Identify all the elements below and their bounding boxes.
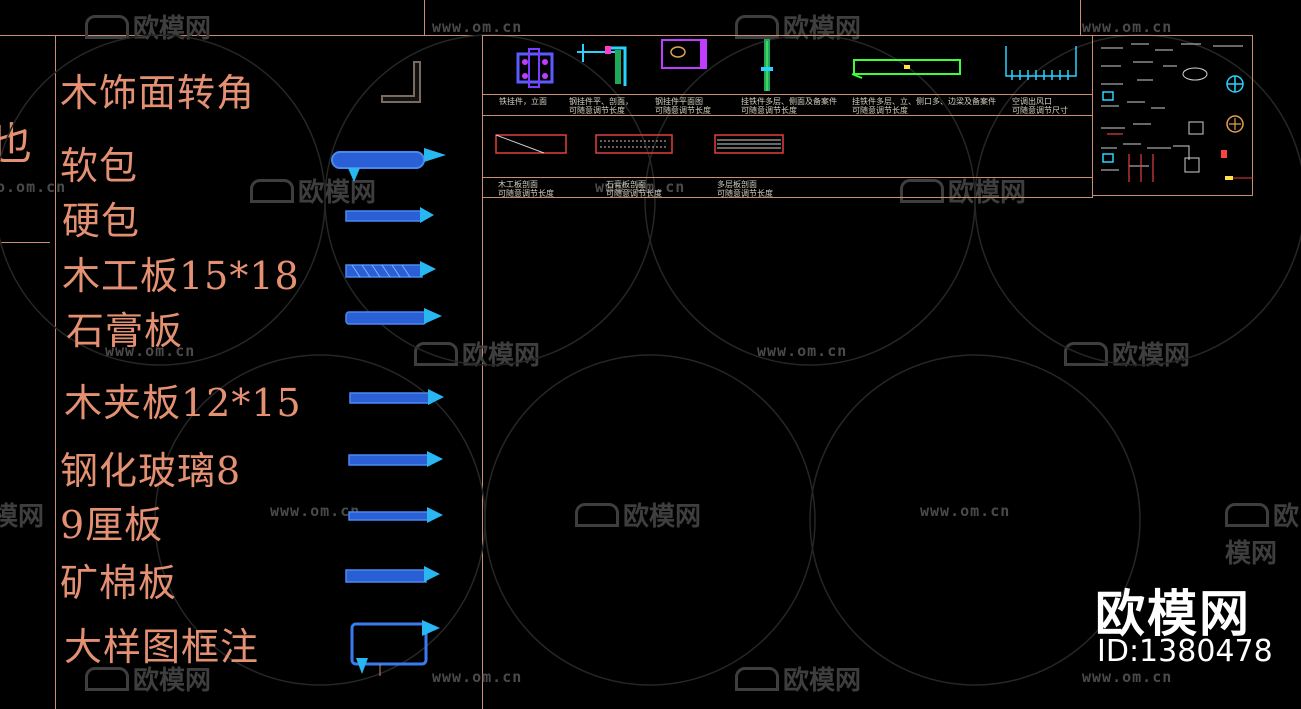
watermark-logo: 欧模网 [735,8,861,45]
watermark-logo: 欧模网 [414,335,540,372]
block-caption-gypsum-section: 石膏板剖面 可随意调节长度 [606,180,662,198]
block-panel-top [482,35,1253,36]
frame-top-horizontal [0,35,483,36]
frame-left-vertical [55,35,56,709]
watermark-logo: 欧模网 [735,660,861,697]
block-caption-multi-layer-hanger: 挂铁件多层、侧面及备案件 可随意调节长度 [741,97,837,115]
gypsum-arrow-icon[interactable] [344,306,454,330]
watermark-url: o.om.cn [0,178,67,196]
frame-top-divider-a [424,0,425,35]
block-caption-steel-hanger-plan: 钢挂件平面图 可随意调节长度 [655,97,711,115]
multi-layer-hanger-block[interactable] [757,37,777,93]
brand-id: ID:1380478 [1097,634,1273,669]
legend-label-soft-panel: 软包 [60,144,139,188]
block-panel-row1-divider [482,94,1092,95]
frame-mid-vertical [482,35,483,709]
multi-layer-full-hanger-block[interactable] [850,56,966,80]
block-panel-sub-vertical [1092,35,1093,198]
plywood-arrow-icon[interactable] [348,387,458,411]
ac-outlet-block[interactable] [1004,44,1078,84]
block-panel-row2-divider [482,177,1092,178]
block-caption-multi-layer-section: 多层板剖面 可随意调节长度 [717,180,773,198]
watermark-logo: 欧模网 [1225,502,1300,569]
iron-hanger-block[interactable] [515,48,555,88]
watermark-logo: 欧模网 [900,172,1026,209]
watermark-logo: 模网 [0,502,45,532]
block-caption-blockboard-section: 木工板剖面 可随意调节长度 [498,180,554,198]
detail-frame-icon[interactable] [348,618,448,678]
legend-label-blockboard: 木工板15*18 [62,254,300,298]
legend-label-gypsum: 石膏板 [66,309,184,353]
block-panel-bottom [482,197,1092,198]
steel-hanger-plan-block[interactable] [660,38,710,72]
watermark-logo: 欧模网 [1064,335,1190,372]
frame-left-short-horizontal [0,242,50,243]
watermark-url: www.om.cn [432,668,523,686]
watermark-url: www.om.cn [1082,18,1173,36]
watermark-url: www.om.cn [270,502,361,520]
watermark-logo: 欧模网 [575,496,701,533]
gypsum-section-block[interactable] [594,133,674,157]
watermark-url: www.om.cn [105,342,196,360]
blockboard-section-block[interactable] [494,133,568,157]
symbol-sheet-thumbnail[interactable] [1093,36,1253,196]
block-panel-right-bottom [1092,195,1253,196]
board-9mm-arrow-icon[interactable] [347,505,457,529]
block-caption-iron-hanger: 铁挂件，立面 [499,97,547,106]
legend-label-glass: 钢化玻璃8 [60,449,242,493]
legend-label-mineral-wool: 矿棉板 [60,561,178,605]
frame-top-divider-b [1080,0,1081,35]
watermark-url: www.om.cn [757,342,848,360]
watermark-logo: 欧模网 [250,172,376,209]
glass-arrow-icon[interactable] [347,449,457,473]
legend-label-hard-panel: 硬包 [62,199,141,243]
legend-label-detail-frame: 大样图框注 [64,625,260,669]
corner-icon[interactable] [380,60,430,110]
legend-label-wood-corner: 木饰面转角 [60,71,256,115]
brand-logo: 欧模网 [1095,585,1251,643]
mineral-wool-arrow-icon[interactable] [344,564,454,588]
soft-panel-arrow-icon[interactable] [330,142,450,182]
hard-panel-arrow-icon[interactable] [344,205,444,229]
multi-layer-section-block[interactable] [713,133,785,157]
block-panel-row1-bottom [482,115,1092,116]
steel-hanger-section-block[interactable] [575,38,635,88]
watermark-url: www.om.cn [920,502,1011,520]
block-caption-multi-layer-full: 挂铁件多层、立、侧口多、边梁及备案件 可随意调节长度 [852,97,996,115]
legend-label-plywood: 木夹板12*15 [64,381,302,425]
block-caption-ac-outlet: 空调出风口 可随意调节尺寸 [1012,97,1068,115]
watermark-url: www.om.cn [432,18,523,36]
watermark-url: www.om.cn [1082,668,1173,686]
legend-label-9mm-board: 9厘板 [60,503,164,547]
blockboard-arrow-icon[interactable] [344,259,444,283]
watermark-logo: 欧模网 [85,660,211,697]
block-caption-steel-hanger-section: 钢挂件平、剖面， 可随意调节长度 [569,97,633,115]
block-panel-right [1252,35,1253,195]
watermark-url: www.om.cn [595,178,686,196]
